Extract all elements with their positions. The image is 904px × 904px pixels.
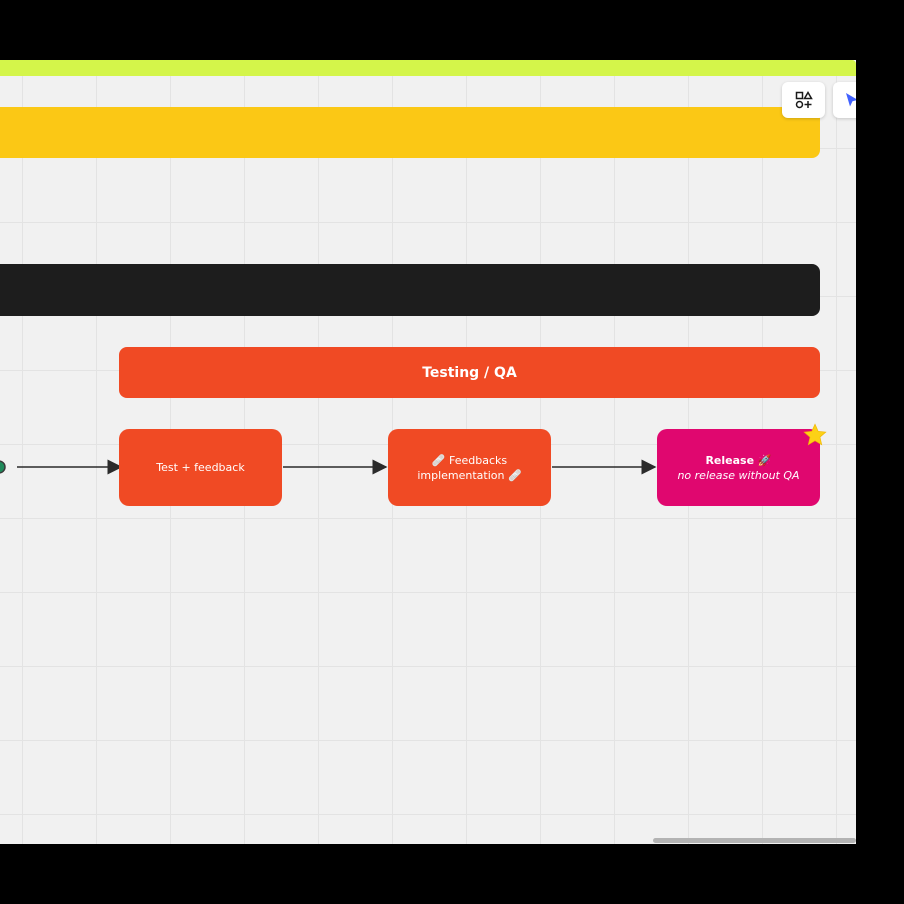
yellow-lane-band[interactable] (0, 107, 820, 158)
star-icon (803, 423, 827, 446)
shapes-tool-button[interactable] (782, 82, 825, 118)
card-feedbacks-implementation[interactable]: 🩹 Feedbacks implementation 🩹 (388, 429, 551, 506)
card-text-line-1: 🩹 Feedbacks (431, 453, 508, 467)
select-cursor-icon (846, 93, 856, 107)
card-test-feedback[interactable]: Test + feedback (119, 429, 282, 506)
card-title: Release 🚀 (705, 453, 772, 467)
lane-header-label: Testing / QA (422, 364, 517, 381)
shapes-icon (795, 91, 813, 109)
card-text-line-2: implementation 🩹 (417, 468, 522, 482)
horizontal-scrollbar[interactable] (653, 838, 856, 843)
black-lane-band[interactable] (0, 264, 820, 316)
top-frame-strip (0, 60, 856, 76)
whiteboard-canvas[interactable]: Testing / QA Test + feedback 🩹 Feedbacks… (0, 60, 856, 844)
card-text: Test + feedback (156, 461, 245, 474)
card-release[interactable]: Release 🚀 no release without QA (657, 429, 820, 506)
node-icon[interactable] (0, 460, 8, 474)
card-subtitle: no release without QA (677, 468, 800, 482)
select-tool-button[interactable] (833, 82, 856, 118)
lane-header-testing-qa[interactable]: Testing / QA (119, 347, 820, 398)
